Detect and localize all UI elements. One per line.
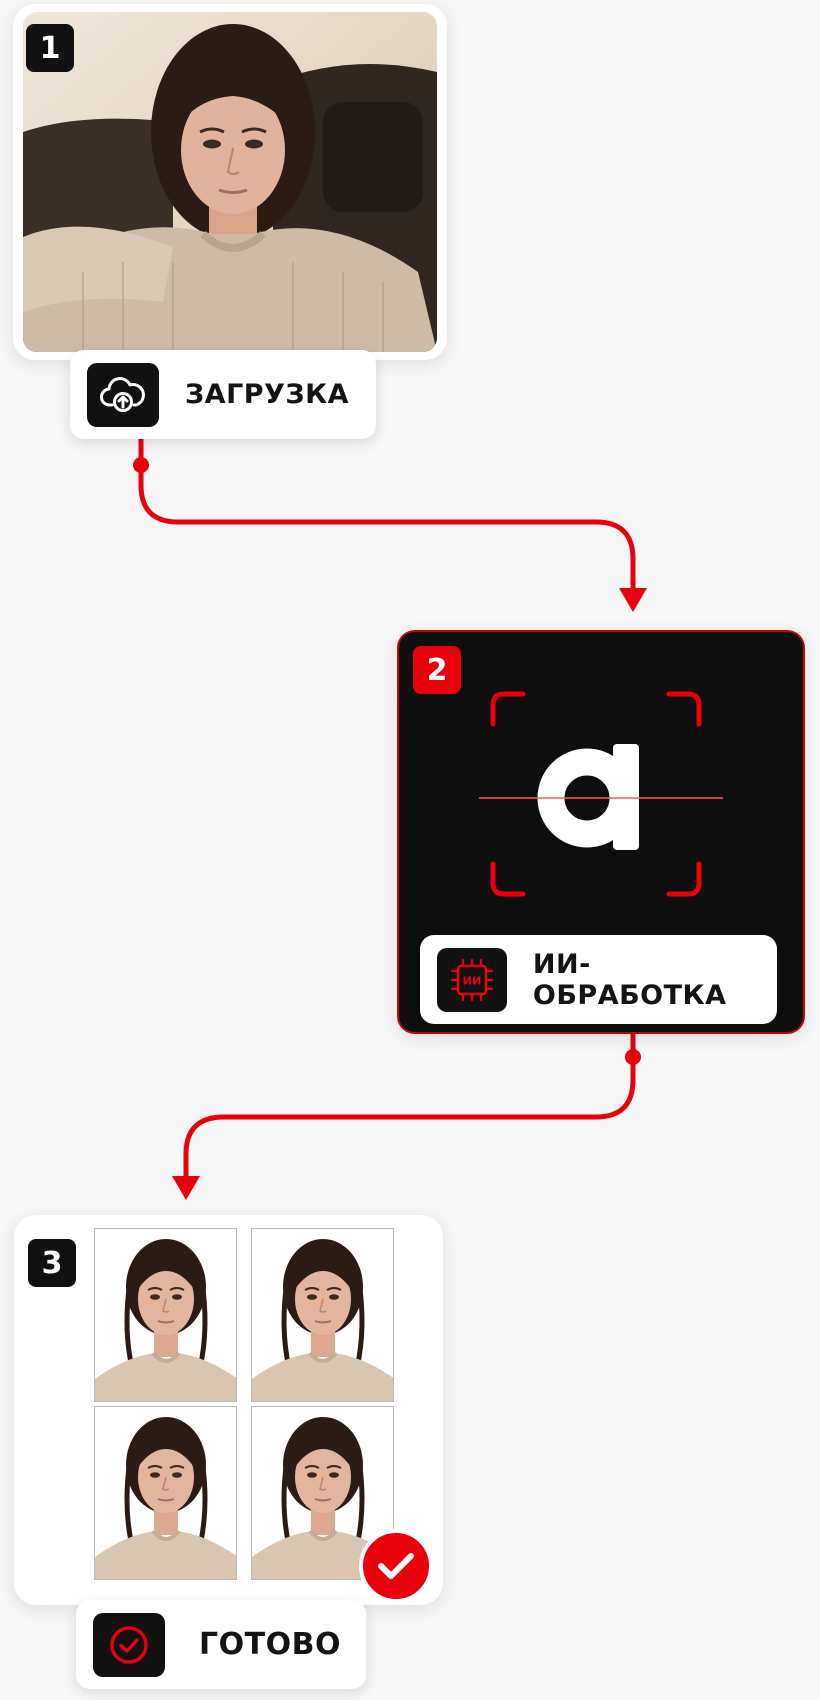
step-3-number-badge: 3 <box>28 1239 76 1287</box>
check-circle-icon <box>93 1612 165 1677</box>
step-1-label-pill: ЗАГРУЗКА <box>70 350 376 439</box>
step-1-label: ЗАГРУЗКА <box>185 379 350 410</box>
step-3-label: ГОТОВО <box>199 1627 341 1662</box>
portrait-illustration <box>95 1239 236 1401</box>
step-2-label: ИИ-ОБРАБОТКА <box>532 948 727 1011</box>
checkmark-icon <box>378 1553 414 1579</box>
scan-corner-tr <box>666 691 702 727</box>
chip-text: ИИ <box>463 974 481 987</box>
cloud-upload-icon <box>87 362 159 427</box>
arrowhead-2 <box>172 1176 200 1200</box>
passport-photo-grid <box>94 1228 411 1580</box>
passport-photo-1 <box>94 1228 237 1402</box>
connector-2-3 <box>183 1027 636 1181</box>
step-3-label-pill: ГОТОВО <box>76 1600 366 1689</box>
selfie-photo <box>23 12 437 352</box>
passport-photo-3 <box>94 1406 237 1580</box>
scan-graphic <box>429 691 773 897</box>
done-check-badge <box>359 1529 433 1603</box>
connector-1-2 <box>138 435 636 593</box>
portrait-illustration <box>252 1417 393 1579</box>
portrait-illustration <box>95 1417 236 1579</box>
scan-corner-br <box>666 861 702 897</box>
portrait-illustration <box>252 1239 393 1401</box>
passport-photo-2 <box>251 1228 394 1402</box>
step-3-card: 3 <box>14 1215 443 1605</box>
connector-dot-2 <box>625 1049 641 1065</box>
step-2-label-pill: ИИ ИИ-ОБРАБОТКА <box>420 935 777 1024</box>
connector-dot-1 <box>133 457 149 473</box>
step-1-card: 1 <box>13 4 447 360</box>
ai-chip-icon: ИИ <box>437 947 507 1012</box>
arrowhead-1 <box>619 588 647 612</box>
scan-corner-tl <box>490 691 526 727</box>
step-2-number-badge: 2 <box>413 646 461 694</box>
step-1-number-badge: 1 <box>26 24 74 72</box>
scan-corner-bl <box>490 861 526 897</box>
